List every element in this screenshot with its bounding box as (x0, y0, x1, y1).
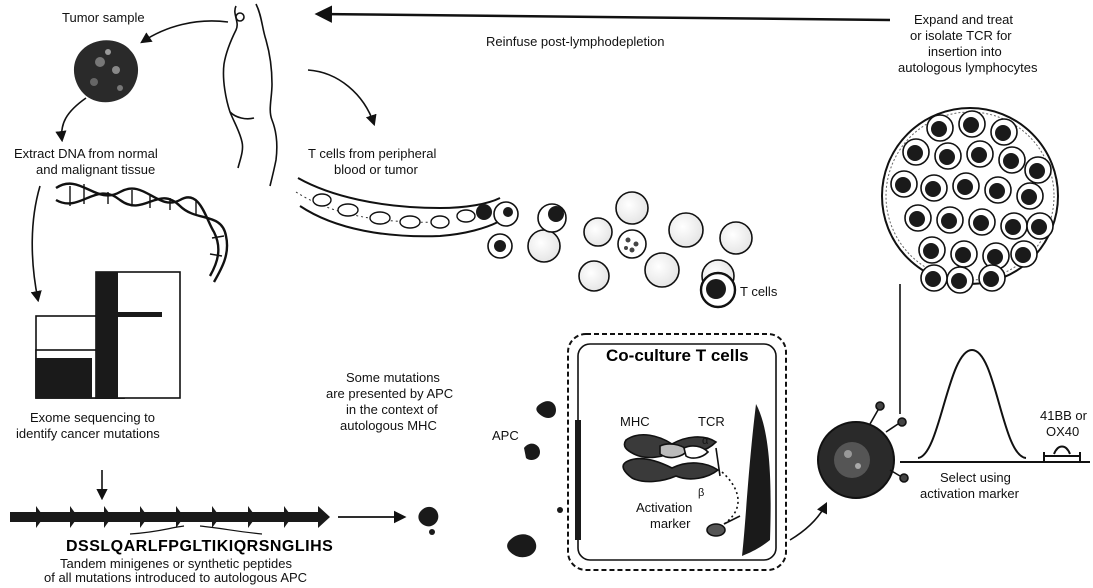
culture-cell-nucleus (1029, 163, 1045, 179)
small-apc (418, 507, 438, 535)
coculture-title: Co-culture T cells (606, 346, 749, 366)
exome-sequencing-panel (36, 272, 180, 398)
selection-histogram (900, 350, 1090, 462)
label-extract-2: and malignant tissue (36, 162, 155, 177)
culture-cell-nucleus (925, 271, 941, 287)
blood-vessel (296, 178, 500, 236)
label-tcell-source-2: blood or tumor (334, 162, 418, 177)
to-activated-arrow (790, 504, 826, 540)
culture-cell-nucleus (1031, 219, 1047, 235)
label-tcr: TCR (698, 414, 725, 429)
culture-cell-nucleus (955, 247, 971, 263)
label-extract-1: Extract DNA from normal (14, 146, 158, 161)
label-activation-2: marker (650, 516, 690, 531)
label-mutations-4: autologous MHC (340, 418, 437, 433)
minigene-bar (10, 506, 330, 534)
label-mutations-1: Some mutations (346, 370, 440, 385)
activated-t-cell (818, 402, 908, 498)
label-beta: β (698, 486, 704, 501)
culture-cell-nucleus (983, 271, 999, 287)
culture-cell-nucleus (987, 249, 1003, 265)
label-marker-1: 41BB or (1040, 408, 1087, 423)
label-apc: APC (492, 428, 519, 443)
label-activation-1: Activation (636, 500, 692, 515)
culture-cell-nucleus (963, 117, 979, 133)
label-expand-2: or isolate TCR for (910, 28, 1012, 43)
peptide-sequence: DSSLQARLFPGLTIKIQRSNGLIHS (66, 538, 333, 556)
culture-cell-nucleus (1003, 153, 1019, 169)
culture-cell-nucleus (925, 181, 941, 197)
reinfuse-arrow (318, 14, 890, 20)
culture-cell-nucleus (951, 273, 967, 289)
label-mhc: MHC (620, 414, 650, 429)
label-tumor-sample: Tumor sample (62, 10, 145, 25)
culture-cell-nucleus (989, 183, 1005, 199)
culture-cell-nucleus (931, 121, 947, 137)
label-t-cells: T cells (740, 284, 777, 299)
label-alpha: α (702, 434, 708, 449)
culture-cell-nucleus (909, 211, 925, 227)
culture-cell-nucleus (1005, 219, 1021, 235)
to-tumor-arrow (142, 21, 228, 42)
culture-cell-nucleus (907, 145, 923, 161)
culture-cell-nucleus (971, 147, 987, 163)
label-reinfuse: Reinfuse post-lymphodepletion (486, 34, 665, 49)
label-exome-2: identify cancer mutations (16, 426, 160, 441)
apc-cluster (507, 401, 563, 557)
to-extract-arrow (62, 98, 86, 140)
label-tcell-source-1: T cells from peripheral (308, 146, 436, 161)
to-tcell-source-arrow (308, 70, 374, 124)
label-mutations-2: are presented by APC (326, 386, 453, 401)
label-select-2: activation marker (920, 486, 1019, 501)
dna-helix (56, 184, 227, 282)
patient-figure (223, 4, 276, 186)
culture-cell-nucleus (1021, 189, 1037, 205)
culture-cell-nucleus (957, 179, 973, 195)
label-expand-4: autologous lymphocytes (898, 60, 1037, 75)
culture-cell-nucleus (923, 243, 939, 259)
label-select-1: Select using (940, 470, 1011, 485)
tumor-sample (74, 40, 138, 102)
culture-cell-nucleus (995, 125, 1011, 141)
culture-cell-nucleus (895, 177, 911, 193)
culture-cell-nucleus (973, 215, 989, 231)
label-exome-1: Exome sequencing to (30, 410, 155, 425)
label-expand-1: Expand and treat (914, 12, 1013, 27)
label-expand-3: insertion into (928, 44, 1002, 59)
label-mutations-3: in the context of (346, 402, 438, 417)
label-tandem-1: Tandem minigenes or synthetic peptides (60, 556, 292, 571)
to-sequencing-arrow (32, 186, 40, 300)
culture-cell-nucleus (939, 149, 955, 165)
cell-cloud (488, 192, 752, 307)
culture-cell-nucleus (941, 213, 957, 229)
culture-cell-nucleus (1015, 247, 1031, 263)
label-marker-2: OX40 (1046, 424, 1079, 439)
